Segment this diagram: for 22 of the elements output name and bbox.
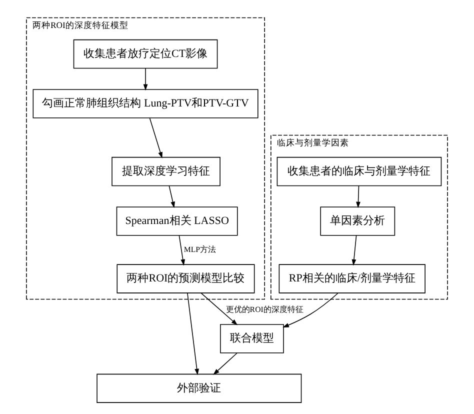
arrow (282, 292, 338, 328)
node-box: 外部验证 (96, 374, 302, 403)
node-box: 单因素分析 (320, 206, 396, 236)
arrow (213, 352, 238, 375)
arrow (149, 118, 162, 158)
edge-label: 更优的ROI的深度特征 (226, 304, 304, 314)
edge-label: MLP方法 (184, 244, 216, 254)
arrow (143, 68, 148, 91)
arrow (168, 186, 175, 208)
node-box: 提取深度学习特征 (112, 156, 220, 186)
arrow (356, 186, 360, 208)
arrow (187, 292, 200, 376)
arrow (178, 235, 186, 266)
node-box: 联合模型 (220, 324, 284, 354)
arrow (352, 235, 357, 266)
node-box: 收集患者的临床与剂量学特征 (276, 156, 442, 186)
node-box: RP相关的临床/剂量学特征 (278, 264, 426, 294)
node-box: Spearman相关 LASSO (116, 206, 238, 236)
arrow (200, 292, 238, 326)
node-box: 收集患者放疗定位CT影像 (73, 39, 218, 69)
node-box: 两种ROI的预测模型比较 (116, 264, 255, 294)
node-box: 勾画正常肺组织结构 Lung-PTV和PTV-GTV (32, 89, 258, 118)
